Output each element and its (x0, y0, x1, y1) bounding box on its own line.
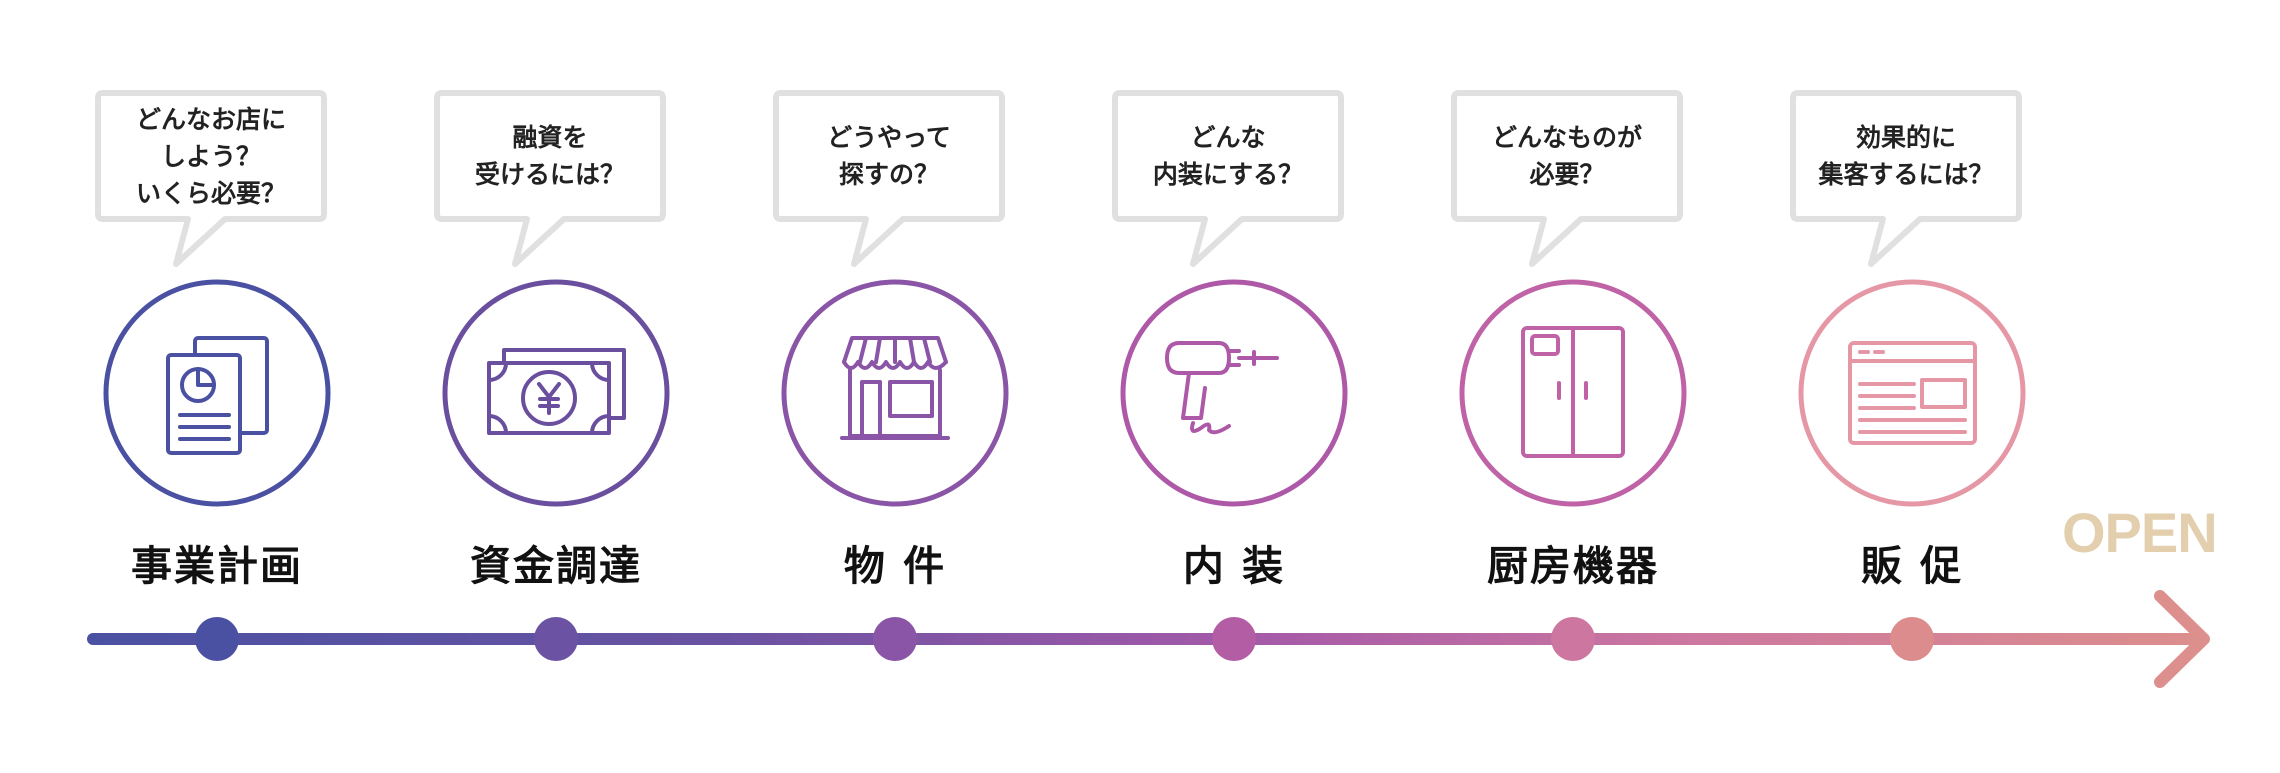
web-page-icon (1848, 341, 1977, 445)
step-circle (103, 279, 331, 507)
step-label: 厨房機器 (1487, 542, 1659, 590)
speech-bubble: どんな 内装にする？ (1112, 90, 1344, 267)
step-5: どんなものが 必要？ 厨房機器 (1403, 0, 1743, 773)
business-plan-document-icon (166, 336, 269, 455)
timeline-dot (873, 617, 917, 661)
step-label: 資金調達 (470, 542, 642, 590)
step-circle (442, 279, 670, 507)
step-circle (1120, 279, 1348, 507)
step-label: 内 装 (1182, 542, 1286, 590)
speech-bubble: どんなものが 必要？ (1451, 90, 1683, 267)
speech-bubble: 融資を 受けるには？ (434, 90, 666, 267)
timeline-dot (195, 617, 239, 661)
speech-bubble-shape (1790, 90, 2022, 267)
timeline-dot (534, 617, 578, 661)
question-text: どんな 内装にする？ (1152, 123, 1304, 189)
question-text: どうやって 探すの？ (827, 123, 951, 189)
question-text: 効果的に 集客するには？ (1818, 123, 1994, 189)
question-text: どんなお店に しよう？ いくら必要？ (135, 104, 286, 208)
open-label: OPEN (2062, 501, 2218, 564)
step-circle (1798, 279, 2026, 507)
storefront-icon (840, 336, 950, 440)
speech-bubble-shape (1112, 90, 1344, 267)
step-1: どんなお店に しよう？ いくら必要？ 事業計画 (47, 0, 387, 773)
timeline-dot (1212, 617, 1256, 661)
step-4: どんな 内装にする？ 内 装 (1064, 0, 1404, 773)
timeline-dot (1551, 617, 1595, 661)
step-label: 事業計画 (131, 542, 303, 590)
speech-bubble-shape (434, 90, 666, 267)
speech-bubble-shape (773, 90, 1005, 267)
step-circle (781, 279, 1009, 507)
step-3: どうやって 探すの？ 物 件 (725, 0, 1065, 773)
step-circle (1459, 279, 1687, 507)
question-text: 融資を 受けるには？ (474, 123, 625, 189)
question-text: どんなものが 必要？ (1491, 123, 1642, 189)
timeline-arrowhead (2154, 590, 2210, 688)
timeline-dot (1890, 617, 1934, 661)
speech-bubble: どうやって 探すの？ (773, 90, 1005, 267)
step-label: 物 件 (843, 542, 947, 590)
speech-bubble: どんなお店に しよう？ いくら必要？ (95, 90, 327, 267)
speech-bubble-shape (95, 90, 327, 267)
speech-bubble-shape (1451, 90, 1683, 267)
step-2: 融資を 受けるには？ 資金調達 (386, 0, 726, 773)
refrigerator-icon (1521, 326, 1625, 458)
step-6: 効果的に 集客するには？ 販 促 (1742, 0, 2082, 773)
step-label: 販 促 (1860, 542, 1964, 590)
yen-banknote-icon (487, 348, 626, 435)
speech-bubble: 効果的に 集客するには？ (1790, 90, 2022, 267)
power-drill-icon (1165, 341, 1279, 435)
